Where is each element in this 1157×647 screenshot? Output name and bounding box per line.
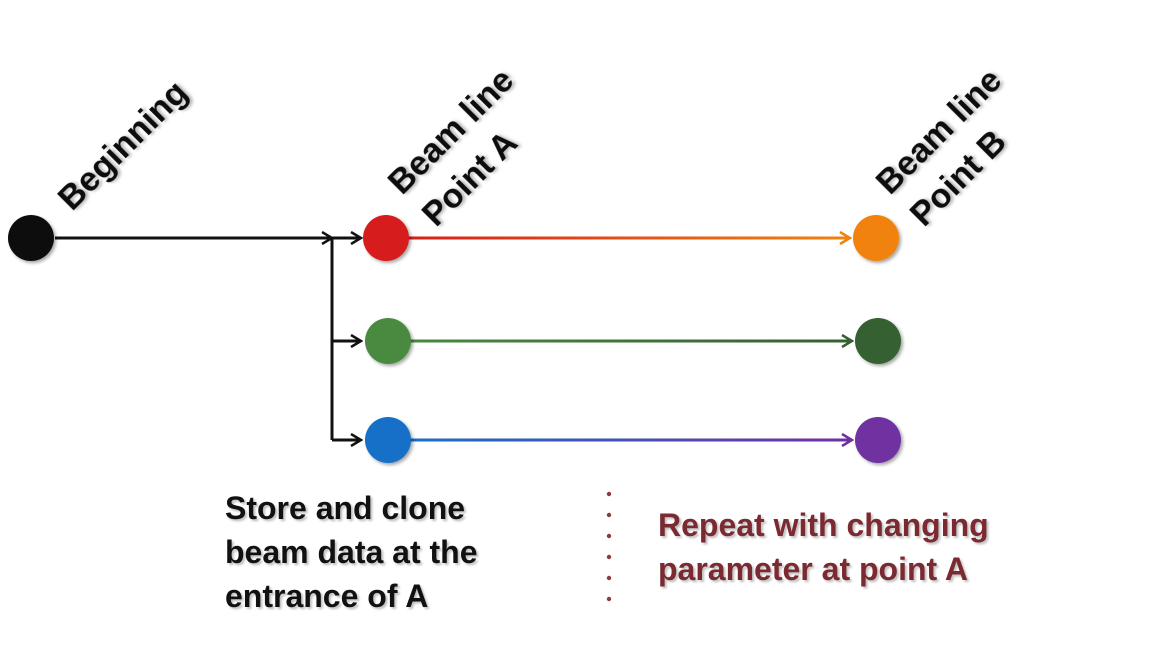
repeat-note-line-1: Repeat with changing bbox=[658, 507, 989, 543]
green-branch-line bbox=[388, 339, 848, 343]
store-clone-note: Store and clone beam data at the entranc… bbox=[225, 486, 555, 618]
repeat-note-line-2: parameter at point A bbox=[658, 551, 968, 587]
blue-branch-line bbox=[388, 438, 848, 442]
store-note-line-3: entrance of A bbox=[225, 578, 429, 614]
red-branch-line bbox=[386, 236, 846, 240]
store-note-line-2: beam data at the bbox=[225, 534, 478, 570]
repeat-note: Repeat with changing parameter at point … bbox=[658, 503, 1078, 591]
point-b-node-orange bbox=[853, 215, 899, 261]
point-b-node-green bbox=[855, 318, 901, 364]
point-a-node-red bbox=[363, 215, 409, 261]
point-a-node-green bbox=[365, 318, 411, 364]
store-note-line-1: Store and clone bbox=[225, 490, 466, 526]
point-b-node-purple bbox=[855, 417, 901, 463]
point-a-node-blue bbox=[365, 417, 411, 463]
beginning-node bbox=[8, 215, 54, 261]
dotted-separator bbox=[606, 491, 612, 602]
beginning-label: Beginning bbox=[51, 73, 195, 217]
